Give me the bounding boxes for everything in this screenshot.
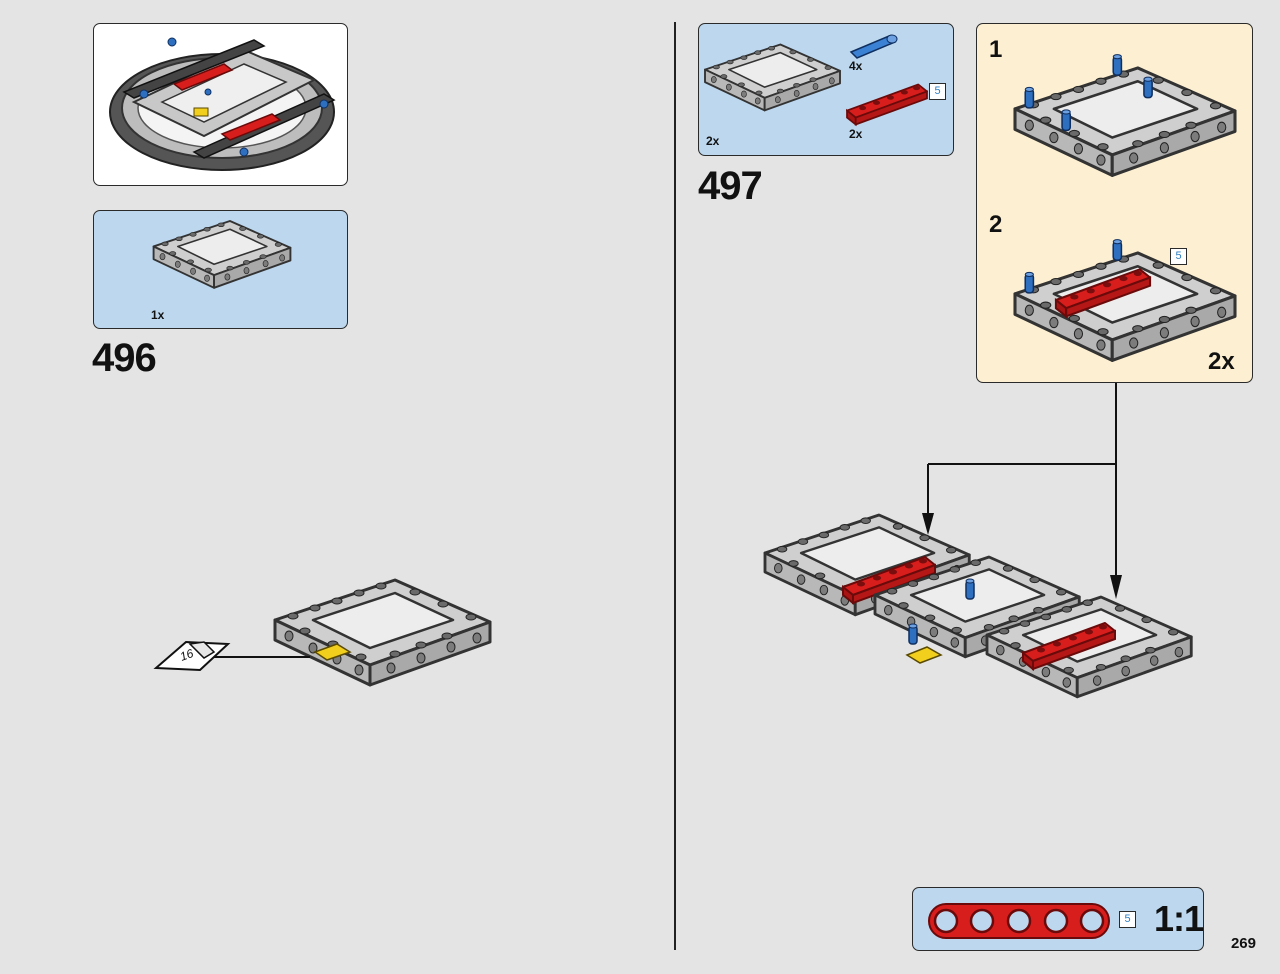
frame-with-pins-illustration — [1013, 53, 1237, 177]
turntable-assembly-illustration — [109, 37, 336, 171]
scale-reference-box: 5 1:1 — [912, 887, 1204, 951]
scale-label: 1:1 — [1154, 898, 1204, 939]
part-quantity: 1x — [151, 308, 165, 322]
parts-list-step-497: 2x 4x 5 2x — [698, 23, 954, 156]
part-length-badge: 5 — [929, 83, 946, 100]
frame-5x7-white-icon — [152, 220, 292, 289]
liftarm-red-5-icon — [846, 83, 928, 126]
page-number: 269 — [1230, 935, 1256, 952]
part-quantity: 2x — [849, 127, 863, 141]
placement-arrows — [922, 383, 1122, 599]
liftarm-red-5-actual-size-icon — [928, 903, 1110, 939]
parts-list-step-496: 1x — [93, 210, 348, 329]
page-divider — [674, 22, 676, 950]
substep-number: 1 — [989, 36, 1003, 63]
frame-with-red-beam-illustration — [1013, 238, 1237, 362]
part-length-badge: 5 — [1119, 911, 1136, 928]
assembled-frames-illustration — [763, 513, 1193, 699]
step-number: 497 — [698, 164, 763, 208]
substep-number: 2 — [989, 211, 1003, 238]
part-quantity: 2x — [706, 134, 720, 148]
page-reference-flag-icon — [153, 640, 231, 672]
step-number: 496 — [92, 336, 157, 380]
callout-leader-line — [205, 656, 310, 658]
sub-assembly-box: 1 2 5 2x — [976, 23, 1253, 383]
frame-with-sticker-illustration — [273, 578, 492, 687]
sub-assembly-multiplier: 2x — [1208, 348, 1235, 375]
frame-5x7-white-icon — [704, 43, 841, 112]
part-quantity: 4x — [849, 59, 863, 73]
axle-pin-blue-icon — [849, 34, 898, 59]
part-length-badge: 5 — [1170, 248, 1187, 265]
previous-build-thumbnail — [93, 23, 348, 186]
